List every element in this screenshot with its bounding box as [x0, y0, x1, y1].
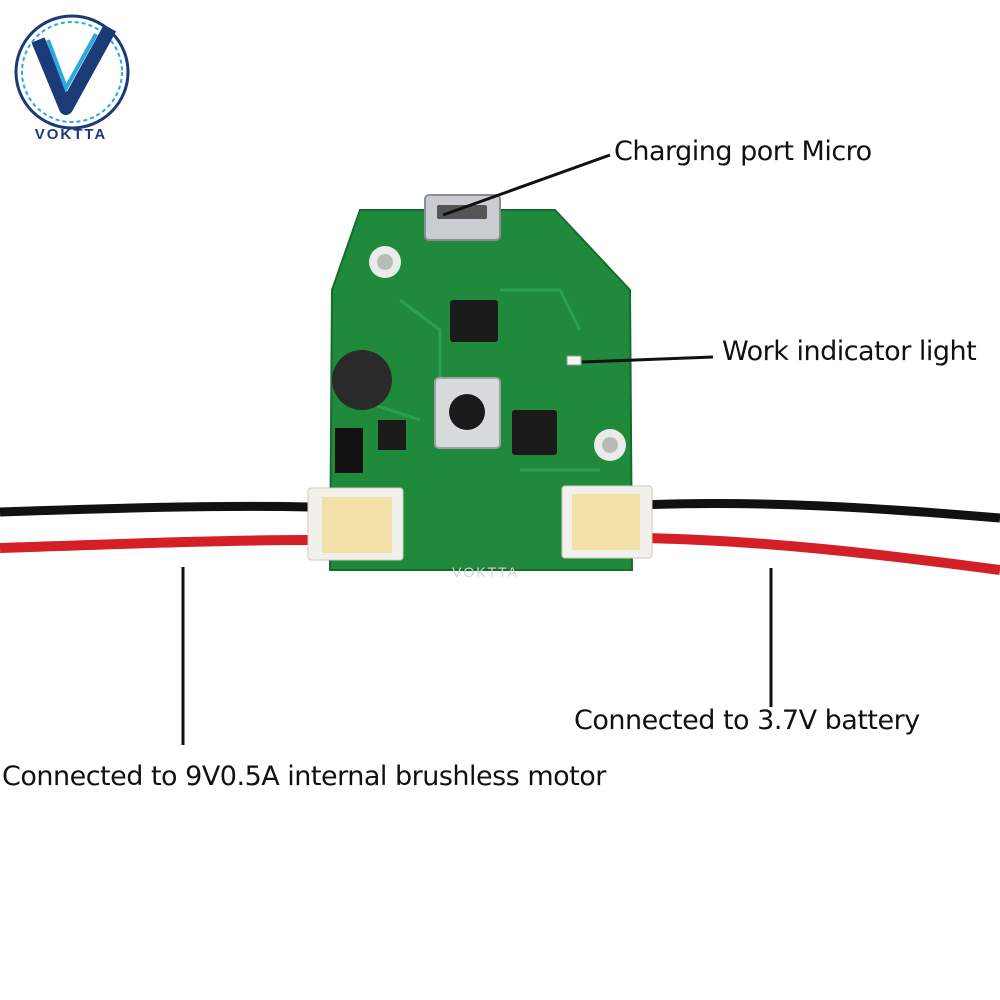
callout-lines	[181, 153, 773, 745]
charging-port-label: Charging port Micro	[614, 136, 872, 167]
ic-chip	[378, 420, 406, 450]
pcb-board	[307, 194, 653, 571]
voktta-logo-icon	[14, 14, 130, 130]
logo-text: VOKTTA	[34, 126, 108, 143]
diode	[335, 428, 363, 473]
indicator-led	[566, 355, 582, 366]
work-indicator-pointer	[581, 355, 714, 364]
watermark-text: VOKTTA	[452, 564, 519, 580]
work-indicator-label: Work indicator light	[722, 336, 977, 367]
inductor	[332, 350, 392, 410]
ic-chip	[512, 410, 557, 455]
battery-label: Connected to 3.7V battery	[574, 705, 920, 736]
motor-wires	[0, 501, 311, 553]
battery-wires	[639, 498, 1000, 575]
charging-port-pointer	[442, 153, 611, 217]
motor-label: Connected to 9V0.5A internal brushless m…	[2, 761, 606, 792]
ic-chip	[450, 300, 498, 342]
